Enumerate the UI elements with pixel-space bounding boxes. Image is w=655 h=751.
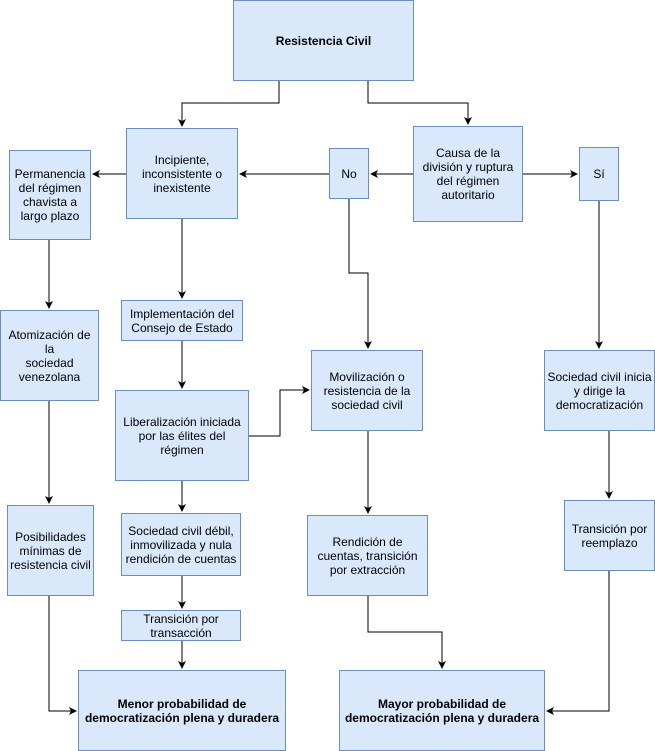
- node-menor-probabilidad-label: Menor probabilidad de democratización pl…: [84, 696, 280, 725]
- node-si: Sí: [579, 147, 619, 201]
- node-sociedad-debil-label: Sociedad civil débil, inmovilizada y nul…: [125, 523, 237, 566]
- node-consejo-estado-label: Implementación del Consejo de Estado: [129, 306, 235, 335]
- node-consejo-estado: Implementación del Consejo de Estado: [121, 300, 243, 341]
- node-transicion-reemplazo: Transición por reemplazo: [564, 500, 655, 571]
- node-mayor-probabilidad-label: Mayor probabilidad de democratización pl…: [344, 696, 540, 725]
- node-no: No: [329, 148, 369, 199]
- node-posibilidades-minimas-label: Posibilidades mínimas de resistencia civ…: [10, 529, 91, 572]
- edge-root-causa: [367, 81, 472, 125]
- edge-rendicion-mayor: [367, 596, 446, 669]
- node-resistencia-civil: Resistencia Civil: [233, 0, 414, 81]
- node-movilizacion-label: Movilización o resistencia de la socieda…: [323, 369, 411, 412]
- node-sociedad-debil: Sociedad civil débil, inmovilizada y nul…: [121, 513, 241, 576]
- edge-no-movilizacion: [348, 199, 372, 349]
- node-rendicion-cuentas-label: Rendición de cuentas, transición por ext…: [317, 534, 418, 577]
- node-liberalizacion: Liberalización iniciada por las élites d…: [115, 390, 249, 481]
- edge-posibilidades-menor: [48, 596, 77, 715]
- node-sociedad-inicia: Sociedad civil inicia y dirige la democr…: [544, 350, 655, 431]
- edge-reemplazo-mayor: [546, 571, 610, 715]
- node-permanencia-label: Permanencia del régimen chavista a largo…: [14, 167, 86, 223]
- node-posibilidades-minimas: Posibilidades mínimas de resistencia civ…: [7, 505, 94, 596]
- edge-liberalizacion-movilizacion: [249, 386, 310, 437]
- node-transicion-transaccion-label: Transición por transacción: [143, 611, 219, 640]
- node-transicion-transaccion: Transición por transacción: [121, 610, 241, 641]
- node-atomizacion-label: Atomización de la sociedad venezolana: [8, 327, 91, 384]
- node-incipiente: Incipiente, inconsistente o inexistente: [126, 128, 238, 219]
- node-causa-division-label: Causa de la división y ruptura del régim…: [422, 146, 514, 202]
- node-transicion-reemplazo-label: Transición por reemplazo: [571, 521, 648, 550]
- node-si-label: Sí: [593, 167, 605, 181]
- edge-root-incipient: [178, 81, 280, 127]
- node-resistencia-civil-label: Resistencia Civil: [275, 33, 372, 48]
- node-incipiente-label: Incipiente, inconsistente o inexistente: [141, 152, 223, 195]
- node-movilizacion: Movilización o resistencia de la socieda…: [311, 350, 423, 431]
- node-atomizacion: Atomización de la sociedad venezolana: [0, 310, 99, 401]
- node-sociedad-inicia-label: Sociedad civil inicia y dirige la democr…: [547, 369, 652, 412]
- node-rendicion-cuentas: Rendición de cuentas, transición por ext…: [307, 515, 428, 596]
- node-mayor-probabilidad: Mayor probabilidad de democratización pl…: [339, 670, 545, 751]
- node-menor-probabilidad: Menor probabilidad de democratización pl…: [78, 670, 286, 751]
- node-no-label: No: [341, 166, 357, 181]
- node-causa-division: Causa de la división y ruptura del régim…: [413, 126, 523, 222]
- node-permanencia: Permanencia del régimen chavista a largo…: [9, 150, 91, 240]
- node-liberalizacion-label: Liberalización iniciada por las élites d…: [123, 414, 241, 457]
